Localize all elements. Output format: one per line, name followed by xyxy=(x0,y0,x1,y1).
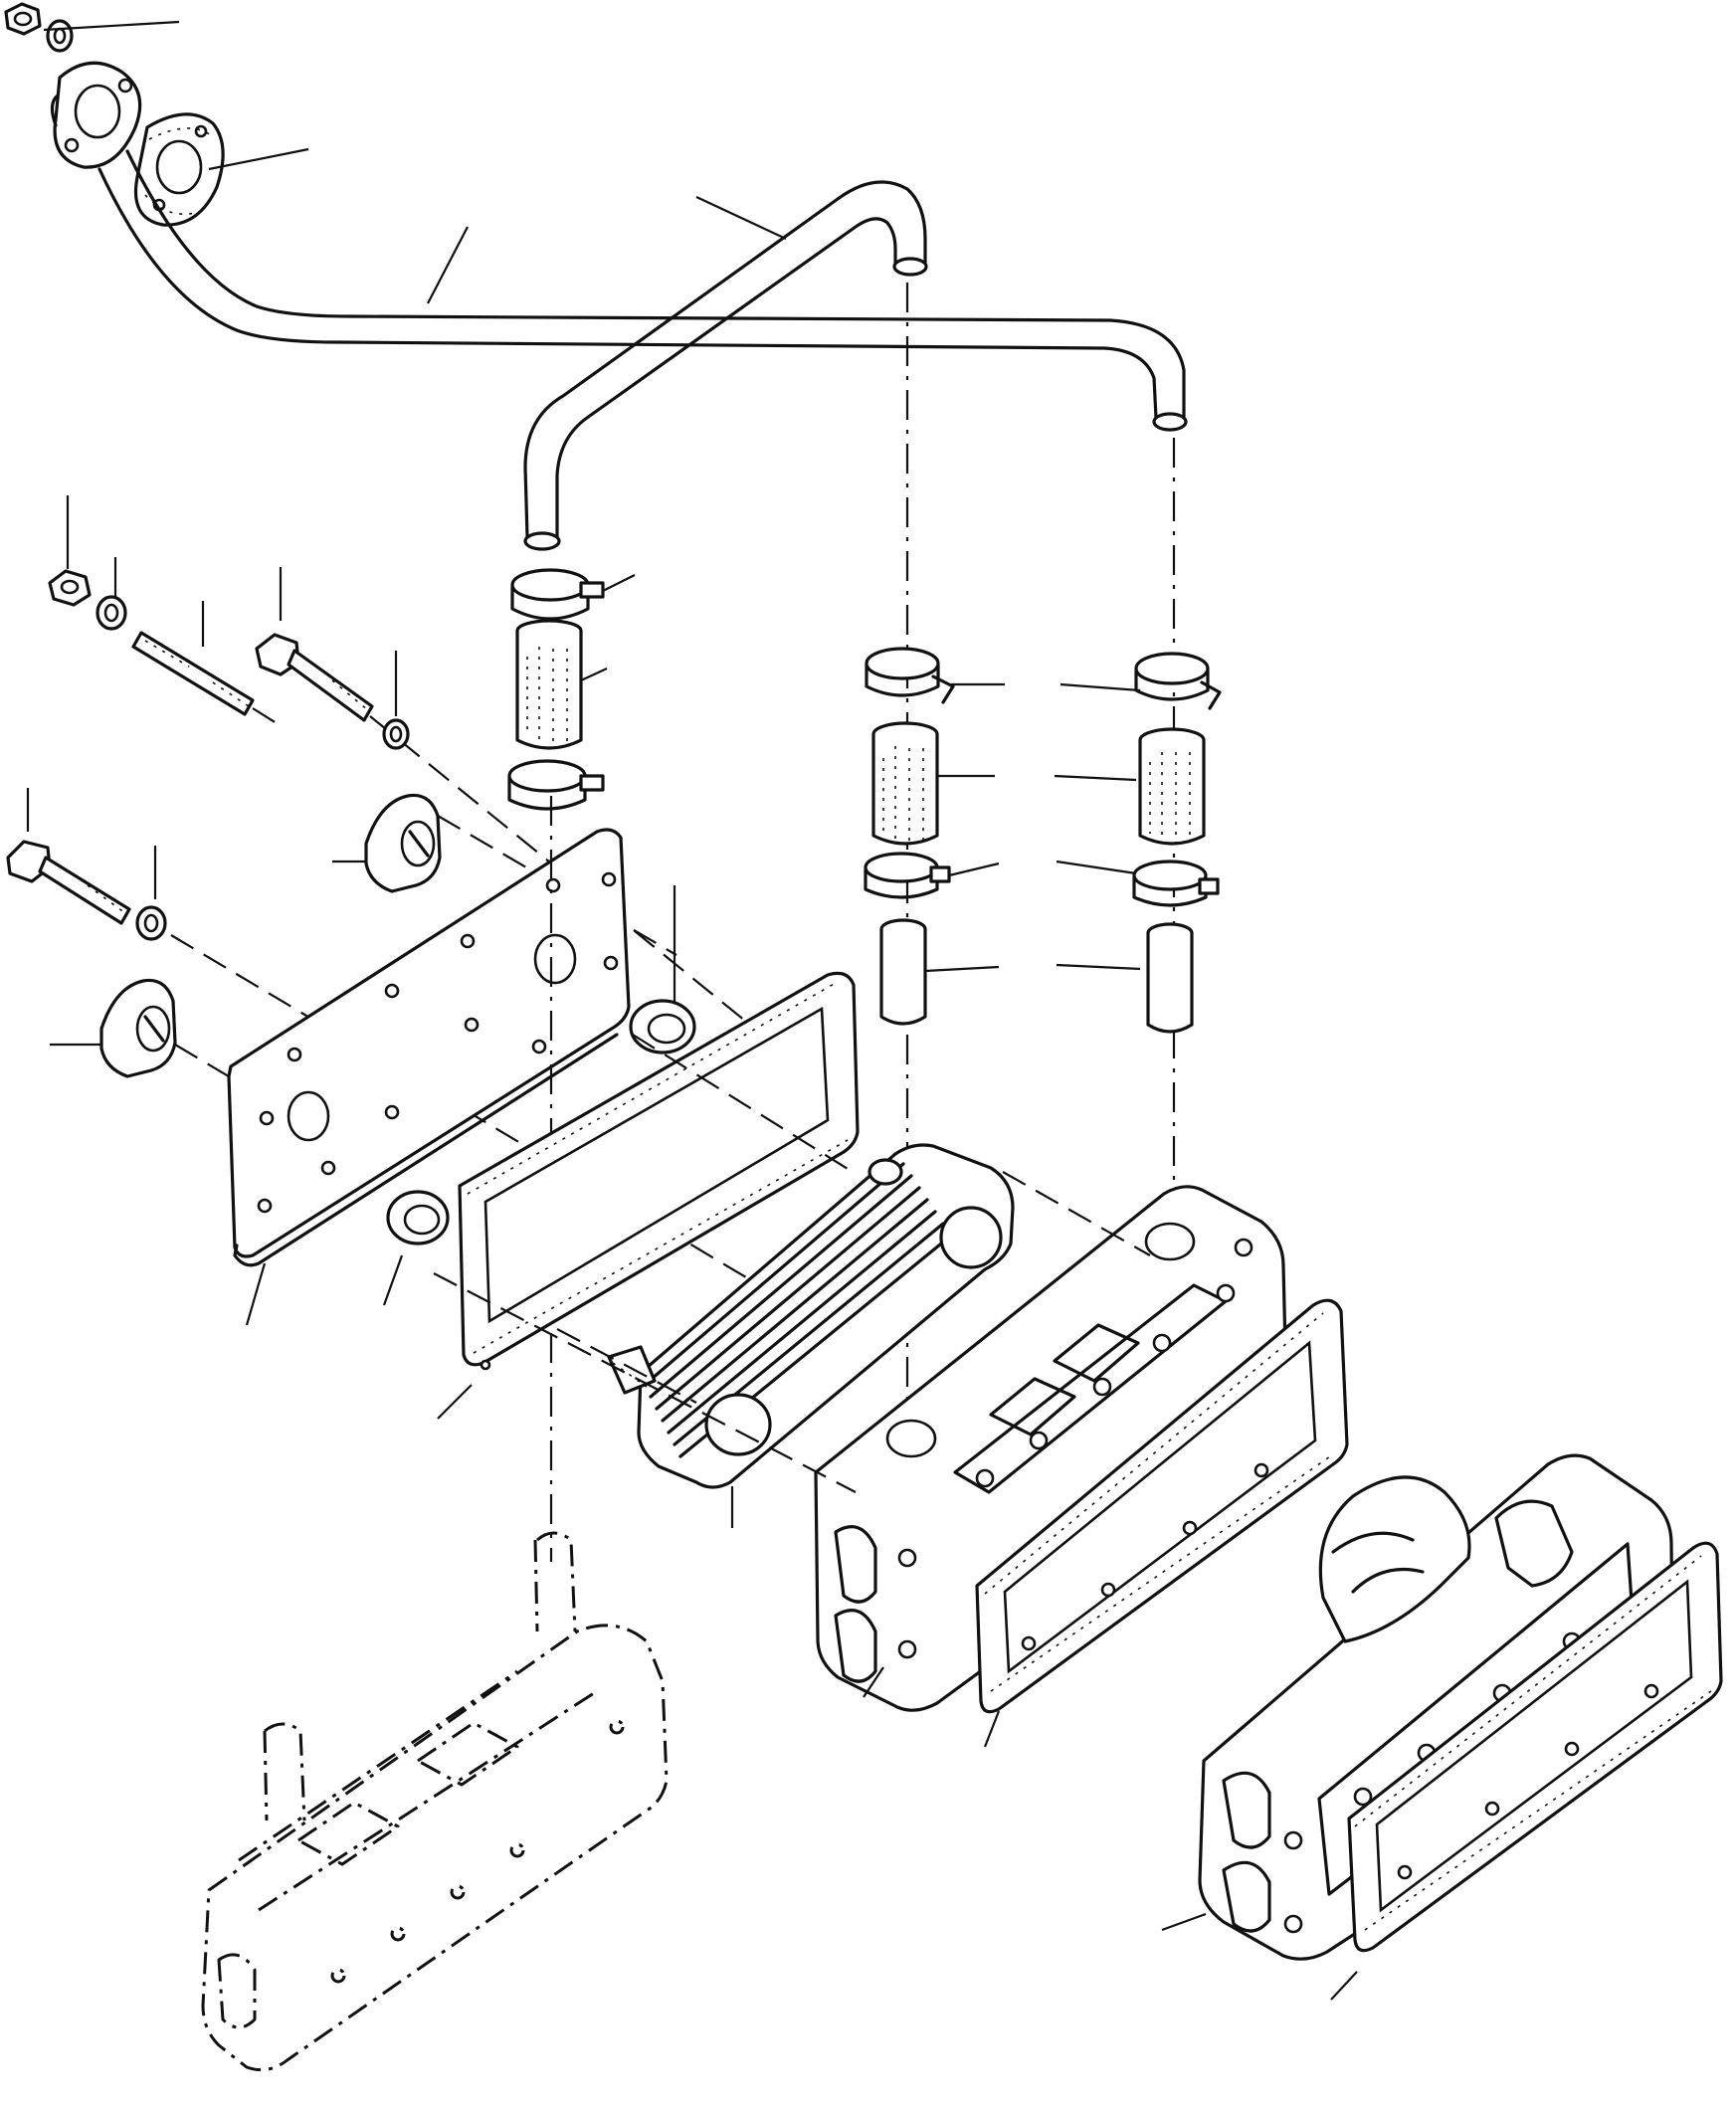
leader-clamp-middle-bottom xyxy=(948,862,1000,877)
inlet-pipe xyxy=(523,180,928,551)
axis-stud xyxy=(252,707,286,729)
pipe-flange xyxy=(50,61,142,169)
cover-plate xyxy=(227,828,631,1267)
flange-gasket xyxy=(133,112,225,227)
pipe-stub-right xyxy=(1146,922,1194,1034)
leader-stub-middle xyxy=(924,965,1000,973)
leader-o-ring-2 xyxy=(382,1254,404,1306)
stud xyxy=(131,631,255,716)
o-ring-1 xyxy=(629,999,696,1054)
leader-gasket-block xyxy=(1330,1971,1358,2001)
leader-hose-left xyxy=(580,668,608,681)
gasket-outer xyxy=(975,1298,1349,1714)
leader-gasket-inner xyxy=(437,1384,473,1420)
hose-right xyxy=(1138,727,1206,846)
o-ring-2 xyxy=(386,1190,450,1246)
nut xyxy=(48,569,92,607)
axis-lower-mid xyxy=(556,1328,697,1404)
leader-nut-top xyxy=(43,20,180,32)
axis-cover-to-housing xyxy=(632,1034,857,1175)
leader-clamp-left-top xyxy=(602,574,636,592)
leader-housing xyxy=(863,1666,884,1698)
top-washer xyxy=(46,19,74,53)
axis-core-to-housing xyxy=(1002,1171,1151,1256)
hose-middle xyxy=(871,721,939,846)
lock-washer-1 xyxy=(96,595,127,631)
leader-block-housing xyxy=(1161,1912,1207,1932)
top-nut xyxy=(4,2,42,36)
lock-washer-3 xyxy=(135,905,167,941)
oil-cooler-core xyxy=(607,1143,1015,1489)
leader-gasket-outer xyxy=(983,1710,1001,1748)
hose-clamp-middle-bottom xyxy=(864,852,951,899)
bolt-2 xyxy=(6,840,131,925)
hose-left xyxy=(515,619,583,750)
hose-clamp-right-top xyxy=(1134,652,1222,710)
leader-clamp-right-top xyxy=(1060,682,1141,692)
gasket-inner xyxy=(458,971,860,1371)
leader-inlet-pipe xyxy=(695,196,787,240)
leader-clamp-right-bottom xyxy=(1056,860,1137,875)
bracket-2 xyxy=(99,978,177,1078)
cooler-housing xyxy=(814,1185,1289,1712)
lock-washer-2 xyxy=(382,718,410,750)
leader-outlet-pipe xyxy=(427,226,469,304)
pipe-stub-middle xyxy=(879,918,927,1026)
outlet-pipe xyxy=(97,149,1188,432)
bracket-1 xyxy=(364,793,442,893)
leader-hose-right xyxy=(1054,774,1137,782)
engine-block-phantom xyxy=(201,1531,669,2072)
leader-stub-right xyxy=(1056,963,1141,971)
gasket-block xyxy=(1347,1541,1723,1953)
hose-clamp-left-bottom xyxy=(507,759,605,811)
leader-cover-plate xyxy=(245,1262,267,1326)
hose-clamp-left-top xyxy=(510,568,605,621)
bolt-1 xyxy=(255,633,374,722)
leader-flange-gasket xyxy=(208,147,309,171)
axis-lower-left xyxy=(433,1272,857,1493)
hose-clamp-right-bottom xyxy=(1132,860,1220,907)
hose-clamp-middle-top xyxy=(865,647,955,704)
